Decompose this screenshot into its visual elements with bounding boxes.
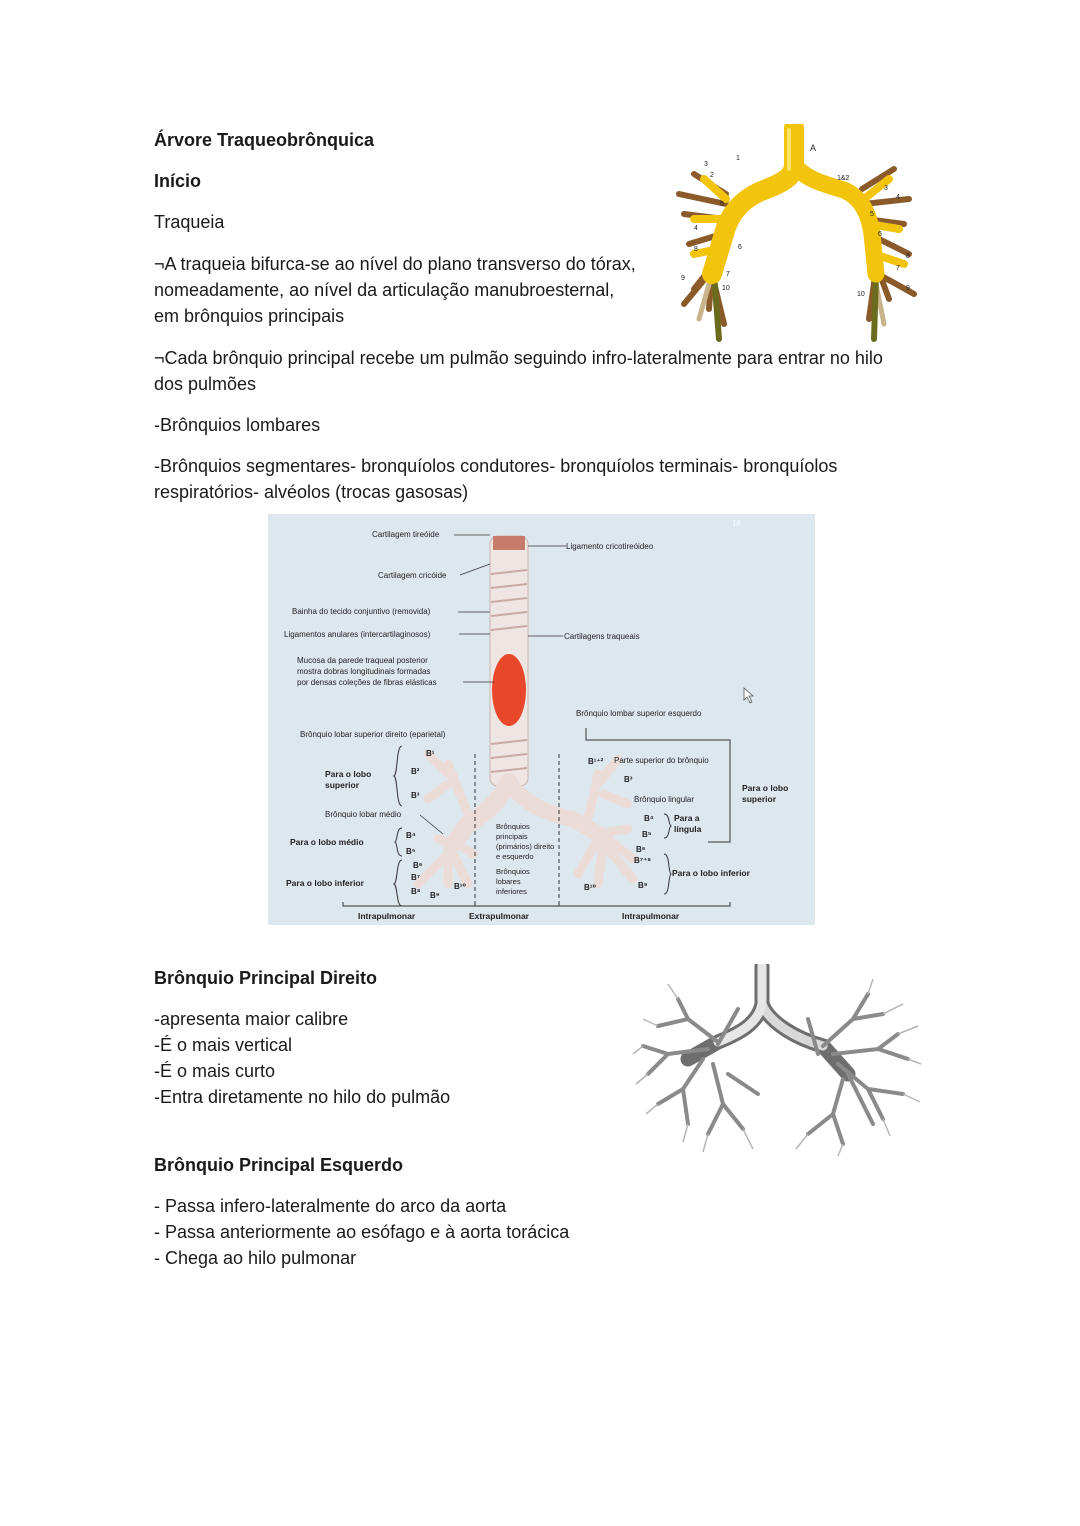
segment-label: B³ <box>411 791 420 800</box>
section2-item: -apresenta maior calibre <box>154 1009 349 1029</box>
label-mucosa-3: por densas coleções de fibras elásticas <box>297 678 437 687</box>
fig1-label: 5 <box>720 201 724 208</box>
topic-traqueia: Traqueia <box>154 212 225 232</box>
item2-line1: -Brônquios segmentares- bronquíolos cond… <box>154 456 838 476</box>
segment-label: B⁷ <box>411 873 420 882</box>
fig1-label: 10 <box>857 291 865 298</box>
fig1-label: 4 <box>694 225 698 232</box>
section2-item: -Entra diretamente no hilo do pulmão <box>154 1087 451 1107</box>
group-right-lower: Para o lobo inferior <box>286 878 365 888</box>
label-ligamentos-anulares: Ligamentos anulares (intercartilaginosos… <box>284 630 431 639</box>
fig1-label: 3 <box>704 161 708 168</box>
segment-label: B¹⁺² <box>588 757 604 766</box>
label-bronquio-lobar-medio: Brônquio lobar médio <box>325 810 402 819</box>
fig1-label: 3 <box>884 185 888 192</box>
segment-label: B⁵ <box>406 847 416 856</box>
fig1-label: A <box>810 143 816 153</box>
label-cartilagem-tireoide: Cartilagem tireóide <box>372 530 440 539</box>
fig1-label: 9 <box>681 275 685 282</box>
label-cartilagem-cricoide: Cartilagem cricóide <box>378 571 447 580</box>
segment-label: B⁴ <box>644 814 654 823</box>
fig1-label: 1 <box>736 155 740 162</box>
figure-bronchial-tree-color: 3 1 2 5 4 6 8 7 9 10 A 1&2 3 4 5 6 8 7 9… <box>676 124 917 342</box>
fig1-label: 6 <box>878 231 882 238</box>
segment-label: B¹ <box>426 749 435 758</box>
label-mucosa-1: Mucosa da parede traqueal posterior <box>297 656 428 665</box>
fig1-label: 4 <box>896 194 900 201</box>
segment-label: B⁶ <box>413 861 423 870</box>
segment-label: B¹⁰ <box>584 883 596 892</box>
fig1-label: 2 <box>710 172 714 179</box>
fig1-label: 10 <box>722 285 730 292</box>
group-right-upper-1: Para o lobo <box>325 769 371 779</box>
page-title: Árvore Traqueobrônquica <box>154 130 375 150</box>
section2-item: -É o mais curto <box>154 1061 276 1081</box>
group-left-upper-1: Para o lobo <box>742 783 788 793</box>
item-bronquios-lombares: -Brônquios lombares <box>154 415 321 435</box>
group-left-lower: Para o lobo inferior <box>672 868 751 878</box>
label-ligamento-cricotireoideo: Ligamento cricotireóideo <box>566 542 654 551</box>
figure-bronchial-tree-sketch <box>632 964 922 1157</box>
center-label: principais <box>496 832 528 841</box>
segment-label: B⁴ <box>406 831 416 840</box>
bottom-extrapulmonar: Extrapulmonar <box>469 911 530 921</box>
subtitle-inicio: Início <box>154 171 202 191</box>
center-label: Brônquios <box>496 822 530 831</box>
segment-label: B⁷⁺⁸ <box>634 856 651 865</box>
para1-line2: nomeadamente, ao nível da articulação ma… <box>154 280 615 300</box>
para2-line1: ¬Cada brônquio principal recebe um pulmã… <box>154 348 883 368</box>
segment-label: B² <box>411 767 420 776</box>
segment-label: B⁵ <box>642 830 652 839</box>
fig1-label: 9 <box>906 285 910 292</box>
group-lingula-2: língula <box>674 824 702 834</box>
fig1-label: 8 <box>694 246 698 253</box>
label-bainha: Bainha do tecido conjuntivo (removida) <box>292 607 431 616</box>
fig2-corner-number: 18 <box>732 519 741 528</box>
label-bronquio-lobar-superior-direito: Brônquio lobar superior direito (epariet… <box>300 730 446 739</box>
bottom-intrapulmonar-left: Intrapulmonar <box>622 911 680 921</box>
segment-label: B⁸ <box>411 887 421 896</box>
fig1-label: 7 <box>726 271 730 278</box>
fig1-label: 8 <box>906 253 910 260</box>
section2-item: -É o mais vertical <box>154 1035 293 1055</box>
segment-label: B³ <box>624 775 633 784</box>
group-right-upper-2: superior <box>325 780 360 790</box>
label-mucosa-2: mostra dobras longitudinais formadas <box>297 667 430 676</box>
segment-label: B⁶ <box>636 845 646 854</box>
para1-line1: ¬A traqueia bifurca-se ao nível do plano… <box>154 254 636 274</box>
item2-line2: respiratórios- alvéolos (trocas gasosas) <box>154 482 469 502</box>
fig1-label: 6 <box>738 244 742 251</box>
section3-item: - Passa infero-lateralmente do arco da a… <box>154 1196 507 1216</box>
group-left-upper-2: superior <box>742 794 777 804</box>
center-label: inferiores <box>496 887 527 896</box>
group-lingula-1: Para a <box>674 813 700 823</box>
section2-title: Brônquio Principal Direito <box>154 968 378 988</box>
group-right-middle: Para o lobo médio <box>290 837 364 847</box>
center-label: Brônquios <box>496 867 530 876</box>
cursor-arrow-icon <box>743 687 755 704</box>
label-bronquio-lingular: Brônquio lingular <box>634 795 694 804</box>
label-parte-superior: Parte superior do brônquio <box>614 756 709 765</box>
figure-tracheobronchial-diagram: 18 Cartilagem tireóide <box>268 514 815 925</box>
section3-item: - Chega ao hilo pulmonar <box>154 1248 357 1268</box>
center-label: (primários) direito <box>496 842 554 851</box>
fig1-label: 7 <box>896 265 900 272</box>
label-cartilagens-traqueais: Cartilagens traqueais <box>564 632 640 641</box>
segment-label: B¹⁰ <box>454 882 466 891</box>
fig1-label: 5 <box>870 211 874 218</box>
center-label: e esquerdo <box>496 852 534 861</box>
fig1-label: 1&2 <box>837 175 850 182</box>
para2-line2: dos pulmões <box>154 374 257 394</box>
segment-label: B⁹ <box>638 881 648 890</box>
center-label: lobares <box>496 877 521 886</box>
label-bronquio-lombar-superior-esquerdo: Brônquio lombar superior esquerdo <box>576 709 702 718</box>
bottom-intrapulmonar-right: Intrapulmonar <box>358 911 416 921</box>
para1-line3: em brônquios principais <box>154 306 345 326</box>
segment-label: B⁹ <box>430 891 440 900</box>
section3-item: - Passa anteriormente ao esófago e à aor… <box>154 1222 570 1242</box>
section3-title: Brônquio Principal Esquerdo <box>154 1155 404 1175</box>
